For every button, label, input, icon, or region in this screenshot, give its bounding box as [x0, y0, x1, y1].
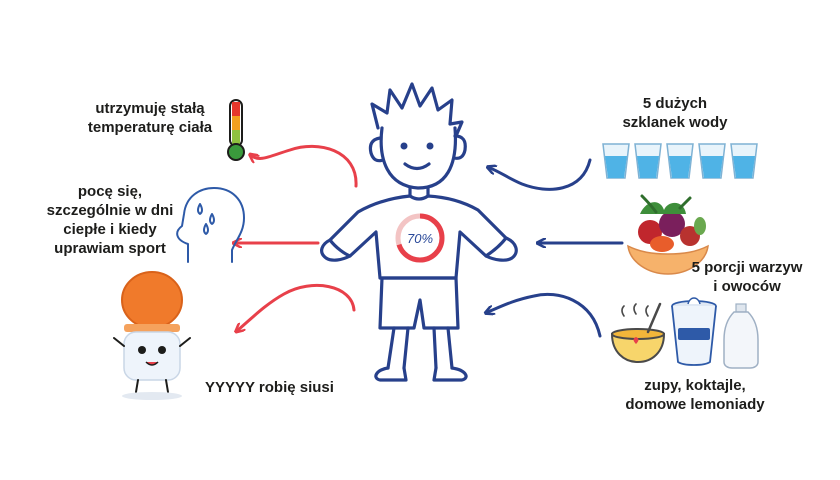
left-ear [368, 136, 385, 163]
water-glass-icon [634, 143, 662, 179]
label-vegetables: 5 porcji warzyw i owoców [682, 258, 812, 296]
left-leg [386, 326, 410, 370]
label-line: uprawiam sport [54, 240, 166, 257]
label-line: temperaturę ciała [87, 119, 213, 136]
water-glass-icon [666, 143, 694, 179]
label-line: zupy, koktajle, [644, 377, 746, 394]
mouth [403, 162, 431, 171]
right-hand [484, 236, 518, 262]
body-water-percent: 70% [407, 231, 433, 246]
right-leg [432, 326, 454, 370]
left-eye [400, 142, 408, 150]
right-eye [426, 142, 434, 150]
label-line: utrzymuję stałą [95, 100, 205, 117]
label-temperature: utrzymuję stałą temperaturę ciała [70, 99, 230, 137]
label-line: pocę się, [77, 183, 143, 200]
label-soups: zupy, koktajle, domowe lemoniady [605, 376, 785, 414]
thermometer-icon [227, 99, 245, 161]
label-line: ciepłe i kiedy [63, 221, 157, 238]
arrow-to-pee [238, 284, 356, 330]
right-shoe [432, 366, 468, 382]
label-line: YYYYY robię siusi [205, 379, 334, 396]
head [379, 126, 458, 190]
label-line: i owoców [713, 278, 781, 295]
milk-bottle-icon [723, 303, 759, 369]
label-sweat: pocę się, szczególnie w dni ciepłe i kie… [35, 182, 185, 258]
soup-bowl-icon [610, 302, 666, 364]
boy-figure [320, 82, 518, 382]
body-water-gauge: 70% [395, 213, 445, 263]
arrow-from-water [490, 158, 592, 191]
water-glass-icon [698, 143, 726, 179]
hair [370, 82, 464, 138]
left-shoe [374, 366, 408, 382]
shirt [328, 194, 508, 280]
water-glass-icon [730, 143, 758, 179]
water-glasses [602, 143, 758, 179]
label-water: 5 dużych szklanek wody [600, 94, 750, 132]
vegetables-in-hands-icon [627, 194, 709, 275]
right-ear [452, 134, 467, 160]
label-line: 5 dużych [642, 95, 708, 112]
water-glass-icon [602, 143, 630, 179]
label-line: szczególnie w dni [46, 202, 174, 219]
arrow-from-soups [488, 292, 602, 338]
shorts [378, 276, 460, 330]
label-line: domowe lemoniady [625, 396, 765, 413]
arrow-to-temperature [252, 144, 358, 188]
yogurt-cup-icon [671, 297, 717, 366]
label-line: szklanek wody [622, 114, 728, 131]
sweating-head-icon [176, 187, 245, 263]
label-line: 5 porcji warzyw [691, 259, 803, 276]
label-pee: YYYYY robię siusi [205, 378, 365, 397]
left-hand [320, 238, 352, 262]
toilet-paper-character-icon [113, 271, 191, 400]
